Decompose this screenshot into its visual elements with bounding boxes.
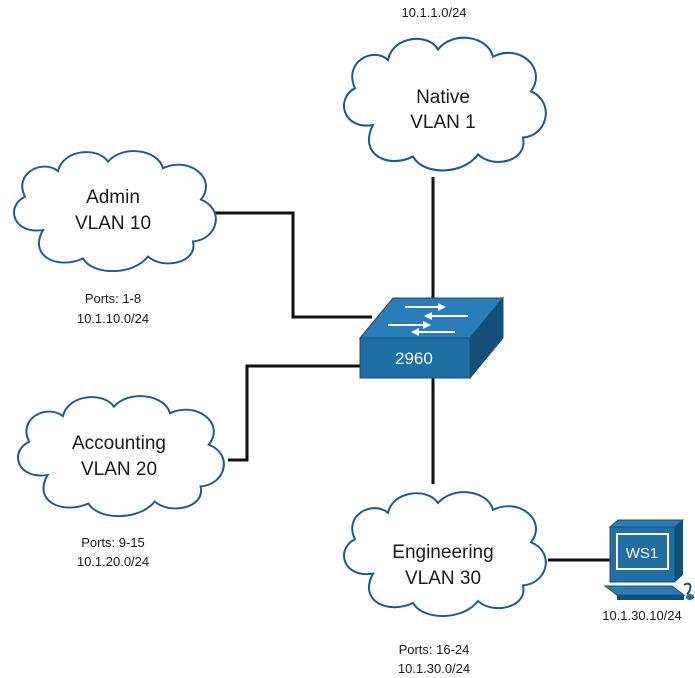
cloud-accounting: Accounting VLAN 20 [16, 395, 225, 518]
accounting-ports: Ports: 9-15 [81, 535, 145, 550]
cloud-admin-vlan: VLAN 10 [75, 213, 151, 234]
admin-ports: Ports: 1-8 [85, 291, 141, 306]
cloud-icon [16, 395, 225, 518]
cloud-native-vlan: VLAN 1 [410, 112, 475, 133]
switch-model-label: 2960 [395, 349, 433, 368]
cloud-admin: Admin VLAN 10 [12, 150, 217, 273]
cloud-accounting-vlan: VLAN 20 [81, 459, 157, 480]
workstation-ip: 10.1.30.10/24 [602, 608, 682, 623]
links [210, 177, 610, 562]
native-subnet: 10.1.1.0/24 [401, 5, 466, 20]
cloud-engineering-name: Engineering [392, 542, 493, 563]
engineering-ports: Ports: 16-24 [399, 642, 470, 657]
engineering-subnet: 10.1.30.0/24 [398, 661, 470, 676]
link-admin [210, 211, 372, 319]
workstation-icon [603, 519, 694, 600]
link-accounting [228, 364, 360, 462]
workstation-name: WS1 [626, 545, 659, 562]
cloud-engineering-vlan: VLAN 30 [405, 568, 481, 589]
cloud-accounting-name: Accounting [72, 433, 166, 454]
admin-subnet: 10.1.10.0/24 [77, 311, 149, 326]
switch-2960: 2960 [358, 296, 505, 380]
cloud-admin-name: Admin [86, 187, 140, 208]
workstation-ws1: WS1 [603, 519, 694, 600]
cloud-native-name: Native [416, 87, 470, 108]
cloud-native: Native VLAN 1 [342, 36, 547, 172]
cloud-icon [12, 150, 217, 273]
accounting-subnet: 10.1.20.0/24 [77, 554, 149, 569]
layer2-switch-icon [358, 296, 505, 380]
cloud-engineering: Engineering VLAN 30 [342, 491, 547, 617]
